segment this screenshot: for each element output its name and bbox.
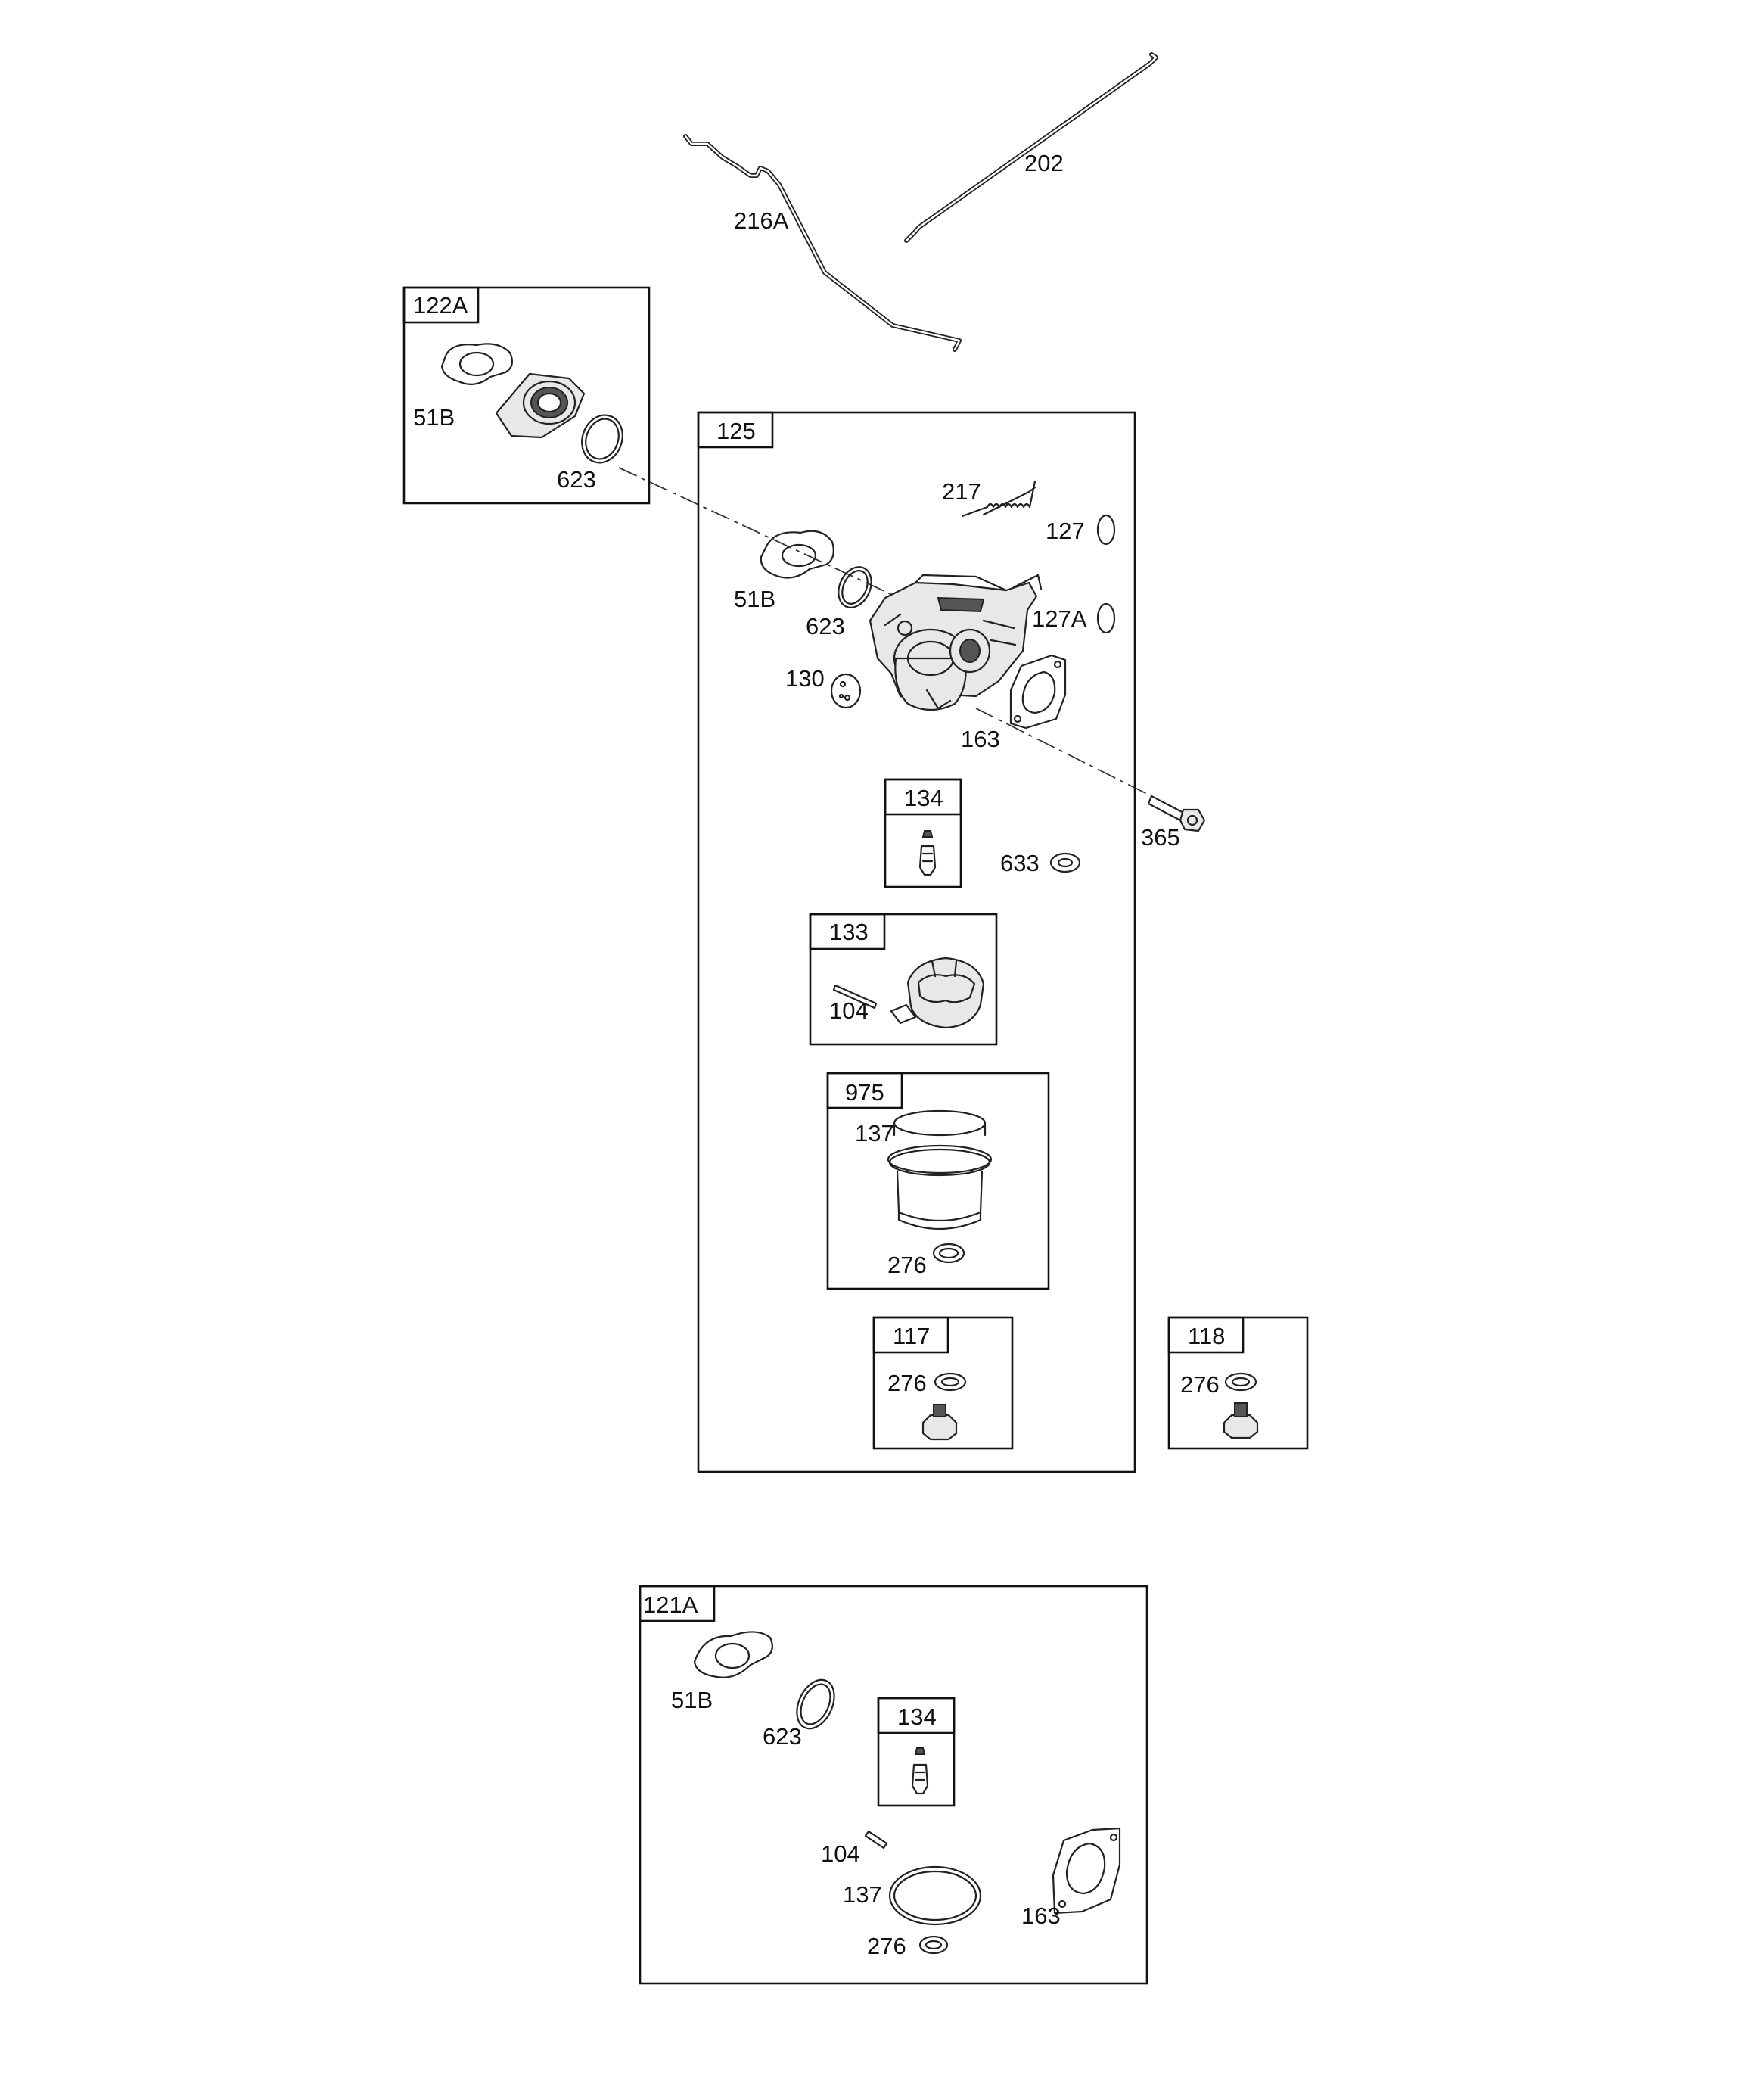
label-623: 623: [806, 613, 845, 639]
label-122A-623: 623: [557, 466, 596, 493]
label-130: 130: [785, 665, 825, 692]
intake-spacer-122A: [495, 372, 586, 439]
axis-line-upper: [618, 467, 900, 599]
throttle-link-216A: [683, 134, 962, 352]
label-51B: 51B: [734, 586, 775, 612]
pin-104-121A: [864, 1830, 888, 1850]
governor-link-202: [904, 52, 1158, 243]
o-ring-623-kit: [581, 414, 623, 464]
label-122A: 122A: [413, 292, 468, 319]
label-118-276: 276: [1180, 1371, 1220, 1398]
float-needle-134: [918, 830, 937, 876]
bowl-nut-box-118: [1167, 1316, 1309, 1450]
label-121A-276: 276: [867, 1933, 906, 1959]
label-202: 202: [1024, 150, 1064, 176]
label-127A: 127A: [1032, 605, 1087, 632]
washer-276: [932, 1243, 965, 1264]
needle-kit-box-134: [884, 778, 962, 888]
carb-gasket-163: [1009, 654, 1067, 730]
label-975: 975: [845, 1079, 884, 1106]
label-121A-623: 623: [763, 1723, 802, 1750]
label-121A-137: 137: [843, 1881, 882, 1908]
label-121A-134: 134: [897, 1703, 937, 1730]
label-365: 365: [1141, 824, 1180, 851]
welch-plug-127: [1096, 514, 1116, 546]
float-needle-134-121A: [911, 1747, 929, 1795]
label-125: 125: [716, 418, 756, 444]
label-104: 104: [829, 997, 869, 1024]
bowl-gasket-137-121A: [888, 1865, 982, 1926]
label-117: 117: [893, 1323, 930, 1349]
bowl-nut-box-117: [872, 1316, 1014, 1450]
welch-plug-127A: [1096, 602, 1116, 634]
washer-276-118: [1224, 1372, 1257, 1392]
intake-gasket-51B: [760, 530, 834, 579]
label-217: 217: [942, 478, 981, 505]
washer-276-117: [934, 1372, 967, 1392]
float-box-133: [809, 913, 998, 1046]
float-bowl-975: [887, 1109, 993, 1230]
label-121A-163: 163: [1021, 1902, 1061, 1929]
label-121A: 121A: [643, 1591, 698, 1618]
pin-104: [832, 984, 878, 1010]
o-ring-623: [838, 566, 872, 608]
carb-gasket-163-121A: [1052, 1827, 1121, 1915]
bowl-box-975: [826, 1072, 1050, 1290]
label-276: 276: [887, 1252, 927, 1278]
label-122A-51B: 51B: [413, 404, 455, 431]
label-163: 163: [961, 726, 1000, 752]
bolt-365: [1147, 795, 1206, 832]
float-133: [890, 957, 985, 1029]
washer-276-121A: [918, 1935, 949, 1955]
disc-130: [830, 673, 862, 709]
needle-kit-box-134-121A: [877, 1697, 956, 1807]
axis-line-lower: [975, 708, 1152, 797]
label-127: 127: [1046, 518, 1085, 544]
carburetor-body: [869, 574, 1043, 711]
intake-gasket-51B-kit: [440, 343, 514, 385]
label-633: 633: [1000, 850, 1040, 876]
bowl-nut-118: [1223, 1402, 1259, 1439]
washer-633: [1049, 852, 1081, 873]
o-ring-623-121A: [796, 1678, 835, 1730]
label-121A-104: 104: [821, 1840, 860, 1867]
label-216A: 216A: [734, 207, 789, 234]
intake-gasket-51B-121A: [693, 1631, 774, 1678]
spring-217: [961, 480, 1036, 518]
label-137: 137: [855, 1120, 894, 1146]
bowl-nut-117: [921, 1404, 958, 1441]
carburetor-box-125: [697, 411, 1136, 1473]
label-117-276: 276: [887, 1370, 927, 1396]
label-133: 133: [829, 919, 869, 945]
kit-box-121A: [639, 1585, 1148, 1985]
label-118: 118: [1188, 1323, 1225, 1349]
kit-box-122A: [402, 286, 651, 505]
label-121A-51B: 51B: [671, 1687, 713, 1713]
label-134: 134: [904, 785, 943, 811]
